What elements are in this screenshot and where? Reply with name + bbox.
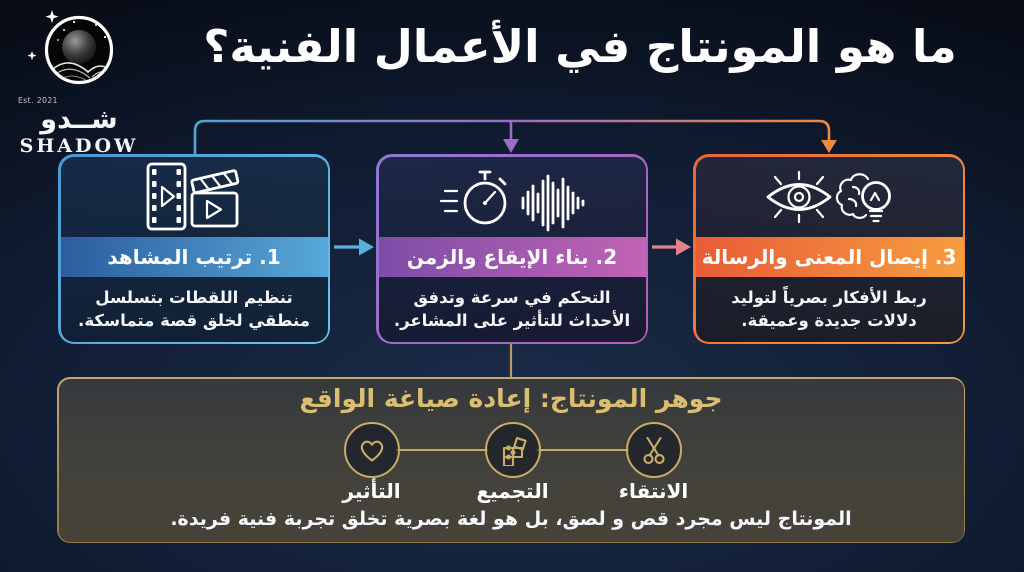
logo-established-label: Est. 2021 — [18, 96, 58, 105]
impact-step-label: التأثير — [342, 478, 401, 503]
assembly-step-circle — [484, 421, 541, 478]
essence-note: المونتاج ليس مجرد قص و لصق، بل هو لغة بص… — [170, 507, 852, 530]
branch-line — [193, 119, 831, 154]
card-3-description: ربط الأفكار بصرياً لتوليد دلالات جديدة و… — [731, 287, 927, 330]
scissors-icon — [642, 436, 665, 464]
step-connector-line — [395, 448, 488, 451]
card-2-title: 2. بناء الإيقاع والزمن — [378, 236, 646, 277]
down-arrow-orange-icon — [821, 140, 837, 153]
step-card-scene-arrangement: 1. ترتيب المشاهد تنظيم اللقطات بتسلسل من… — [58, 154, 330, 344]
page-title: ما هو المونتاج في الأعمال الفنية؟ — [203, 20, 957, 73]
card-2-description: التحكم في سرعة وتدفق الأحداث للتأثير على… — [393, 287, 631, 330]
assembly-step-label: التجميع — [476, 478, 549, 503]
step-card-meaning-message: 3. إيصال المعنى والرسالة ربط الأفكار بصر… — [693, 154, 965, 344]
step-connector-line — [536, 448, 629, 451]
selection-step-label: الانتقاء — [618, 478, 689, 503]
step-card-rhythm-time: 2. بناء الإيقاع والزمن التحكم في سرعة وت… — [376, 154, 648, 344]
selection-step-circle — [625, 421, 682, 478]
film-strip-icon — [146, 162, 187, 231]
eye-icon — [766, 170, 832, 224]
right-arrow-blue-icon — [359, 238, 374, 256]
sparkle-icon — [27, 51, 37, 61]
audio-waveform-icon — [521, 174, 585, 232]
card-1-title: 1. ترتيب المشاهد — [60, 236, 328, 277]
stopwatch-icon — [439, 170, 507, 225]
heart-icon — [360, 440, 383, 462]
essence-title: جوهر المونتاج: إعادة صياغة الواقع — [299, 383, 723, 413]
card-3-title: 3. إيصال المعنى والرسالة — [695, 236, 963, 277]
logo-name-latin: SHADOW — [19, 135, 139, 158]
essence-panel: جوهر المونتاج: إعادة صياغة الواقع — [57, 377, 965, 543]
impact-step-circle — [343, 421, 400, 478]
logo-name-arabic: شــدو — [40, 104, 118, 135]
logo-emblem-icon — [27, 10, 114, 85]
puzzle-icon — [502, 436, 527, 466]
card-1-description: تنظيم اللقطات بتسلسل منطقي لخلق قصة متما… — [78, 287, 310, 330]
sparkle-icon — [45, 10, 59, 24]
clapperboard-icon — [190, 169, 240, 228]
down-arrow-purple-icon — [503, 139, 519, 153]
right-arrow-pink-icon — [676, 238, 691, 256]
brain-lightbulb-icon — [835, 173, 891, 223]
shadow-logo: Est. 2021 شــدو SHADOW — [6, 6, 152, 157]
